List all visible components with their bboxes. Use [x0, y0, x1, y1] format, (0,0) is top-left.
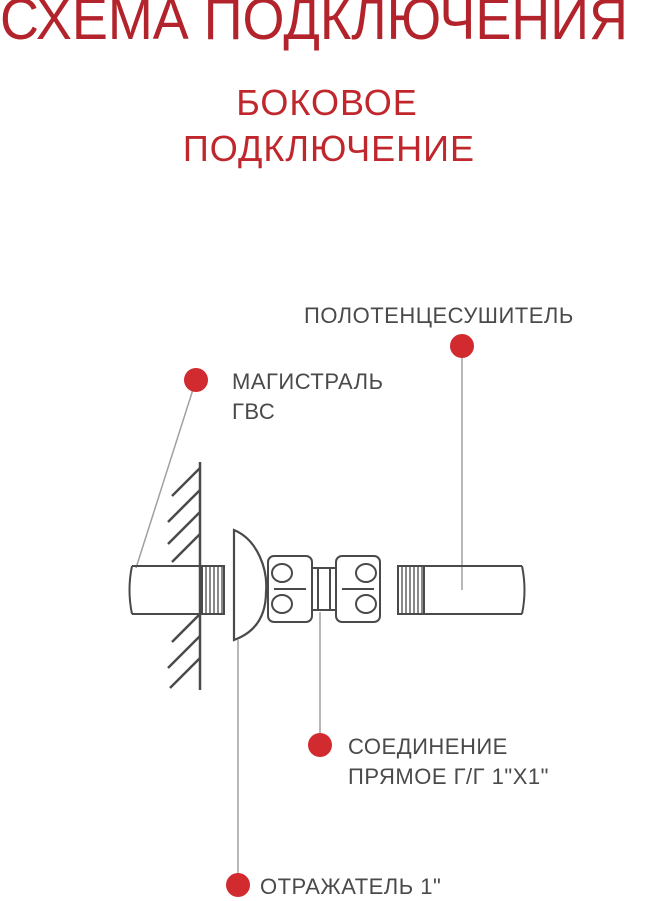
- wall: [167, 462, 202, 690]
- label-reflector: ОТРАЖАТЕЛЬ 1": [260, 874, 442, 899]
- diagram-subtitle-line1: БОКОВОЕ: [236, 82, 418, 123]
- reflector-shape: [232, 528, 268, 642]
- diagram-subtitle-line2: ПОДКЛЮЧЕНИЕ: [182, 128, 476, 169]
- label-towel-dryer: ПОЛОТЕНЦЕСУШИТЕЛЬ: [304, 303, 574, 328]
- main-line-pipe: [128, 565, 225, 615]
- marker-connector: [308, 733, 332, 757]
- towel-dryer-pipe: [397, 565, 526, 615]
- marker-reflector: [226, 873, 250, 897]
- marker-towel-dryer: [450, 334, 474, 358]
- label-connector-2: ПРЯМОЕ Г/Г 1"Х1": [348, 764, 549, 789]
- diagram-title: СХЕМА ПОДКЛЮЧЕНИЯ: [0, 0, 628, 52]
- label-main-line-2: ГВС: [232, 399, 276, 424]
- connector-coupling: [267, 555, 381, 623]
- leader-main-line: [135, 379, 197, 569]
- label-main-line-1: МАГИСТРАЛЬ: [232, 369, 384, 394]
- marker-main-line: [184, 368, 208, 392]
- label-connector-1: СОЕДИНЕНИЕ: [348, 734, 508, 759]
